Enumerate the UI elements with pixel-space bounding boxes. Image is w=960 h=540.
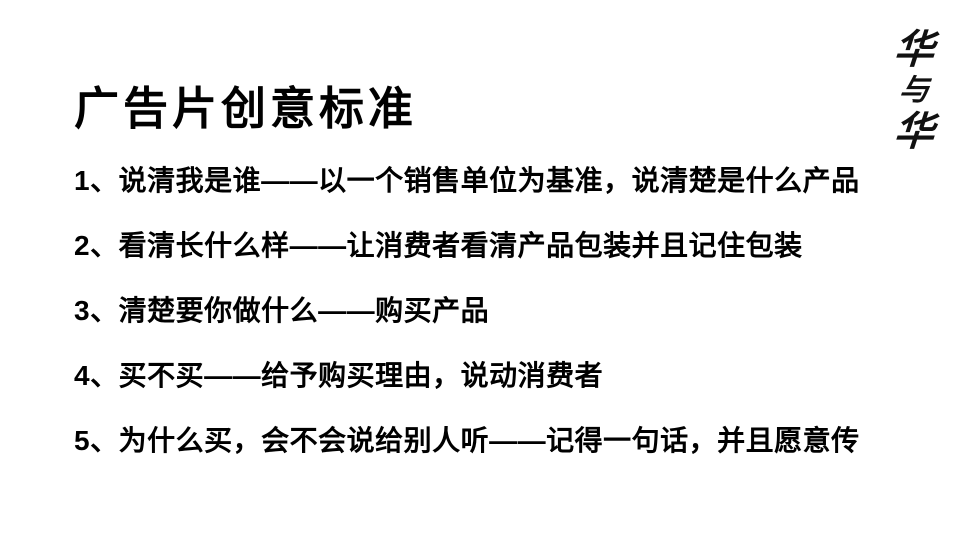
list-item: 4、买不买——给予购买理由，说动消费者 (74, 360, 604, 391)
list-item: 5、为什么买，会不会说给别人听——记得一句话，并且愿意传 (74, 425, 860, 456)
list-item: 2、看清长什么样——让消费者看清产品包装并且记住包装 (74, 230, 803, 261)
logo-char-bottom: 华 (892, 108, 936, 155)
creative-standards-list: 1、说清我是谁——以一个销售单位为基准，说清楚是什么产品 2、看清长什么样——让… (74, 166, 860, 491)
list-item: 1、说清我是谁——以一个销售单位为基准，说清楚是什么产品 (74, 165, 860, 196)
logo-char-middle: 与 (897, 73, 931, 108)
huayuhua-logo: 华 与 华 (892, 26, 936, 155)
slide-title: 广告片创意标准 (74, 83, 418, 134)
list-item: 3、清楚要你做什么——购买产品 (74, 295, 490, 326)
logo-char-top: 华 (892, 26, 936, 73)
